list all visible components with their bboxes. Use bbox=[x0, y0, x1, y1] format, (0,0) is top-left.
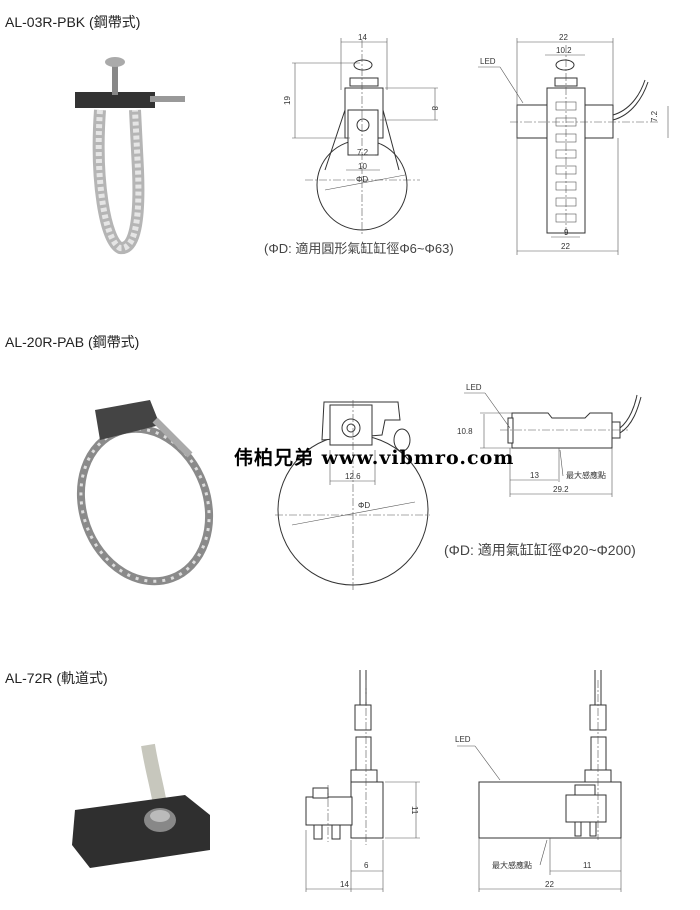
model-title-al-03r-pbk: AL-03R-PBK (鋼帶式) bbox=[5, 14, 141, 30]
dim-8: 8 bbox=[430, 106, 439, 111]
model-title-al-20r-pab: AL-20R-PAB (鋼帶式) bbox=[5, 334, 140, 350]
product-photo-al-03r-pbk bbox=[75, 57, 185, 254]
caption-bore-range-1: (ΦD: 適用圓形氣缸缸徑Φ6~Φ63) bbox=[264, 241, 454, 256]
watermark: 伟柏兄弟 www.vibmro.com bbox=[234, 447, 515, 469]
dim-13: 13 bbox=[530, 471, 539, 480]
led-label-2: LED bbox=[466, 383, 482, 392]
dim-phi-d: ΦD bbox=[356, 175, 368, 184]
side-view-al-72r: LED 最大感應點 11 22 bbox=[455, 670, 622, 892]
dim-22-c: 22 bbox=[545, 880, 554, 889]
dim-7-2-side: 7.2 bbox=[650, 110, 659, 122]
model-title-al-72r: AL-72R (軌道式) bbox=[5, 670, 108, 686]
product-photo-al-20r-pab bbox=[76, 400, 214, 586]
front-view-al-20r-pab: 12.6 ΦD bbox=[275, 400, 430, 590]
dim-10-2: 10.2 bbox=[556, 46, 572, 55]
front-view-al-72r: 11 6 14 bbox=[305, 670, 420, 892]
side-view-al-03r-pbk: 22 10.2 LED 7.2 9 22 bbox=[478, 33, 669, 255]
dim-7-2: 7.2 bbox=[357, 148, 369, 157]
dim-11-b: 11 bbox=[583, 861, 592, 870]
caption-bore-range-2: (ΦD: 適用氣缸缸徑Φ20~Φ200) bbox=[444, 542, 636, 558]
dim-29-2: 29.2 bbox=[553, 485, 569, 494]
led-label-3: LED bbox=[455, 735, 471, 744]
dim-10: 10 bbox=[358, 162, 367, 171]
dim-22-bottom: 22 bbox=[561, 242, 570, 251]
dim-9: 9 bbox=[564, 228, 569, 237]
dim-19: 19 bbox=[283, 96, 292, 105]
dim-14-b: 14 bbox=[340, 880, 349, 889]
dim-phi-d-2: ΦD bbox=[358, 501, 370, 510]
front-view-al-03r-pbk: 14 19 8 7.2 10 ΦD bbox=[283, 33, 439, 235]
dim-11-height: 11 bbox=[410, 806, 419, 815]
max-sensing-point-label-2: 最大感應點 bbox=[492, 860, 532, 870]
dim-12-6: 12.6 bbox=[345, 472, 361, 481]
dim-6: 6 bbox=[364, 861, 369, 870]
side-view-al-20r-pab: LED 10.8 13 29.2 最大感應點 bbox=[457, 383, 642, 497]
max-sensing-point-label: 最大感應點 bbox=[566, 470, 606, 480]
led-label: LED bbox=[480, 57, 496, 66]
dim-14: 14 bbox=[358, 33, 367, 42]
product-photo-al-72r bbox=[72, 743, 210, 868]
dim-10-8: 10.8 bbox=[457, 427, 473, 436]
dim-22-top: 22 bbox=[559, 33, 568, 42]
